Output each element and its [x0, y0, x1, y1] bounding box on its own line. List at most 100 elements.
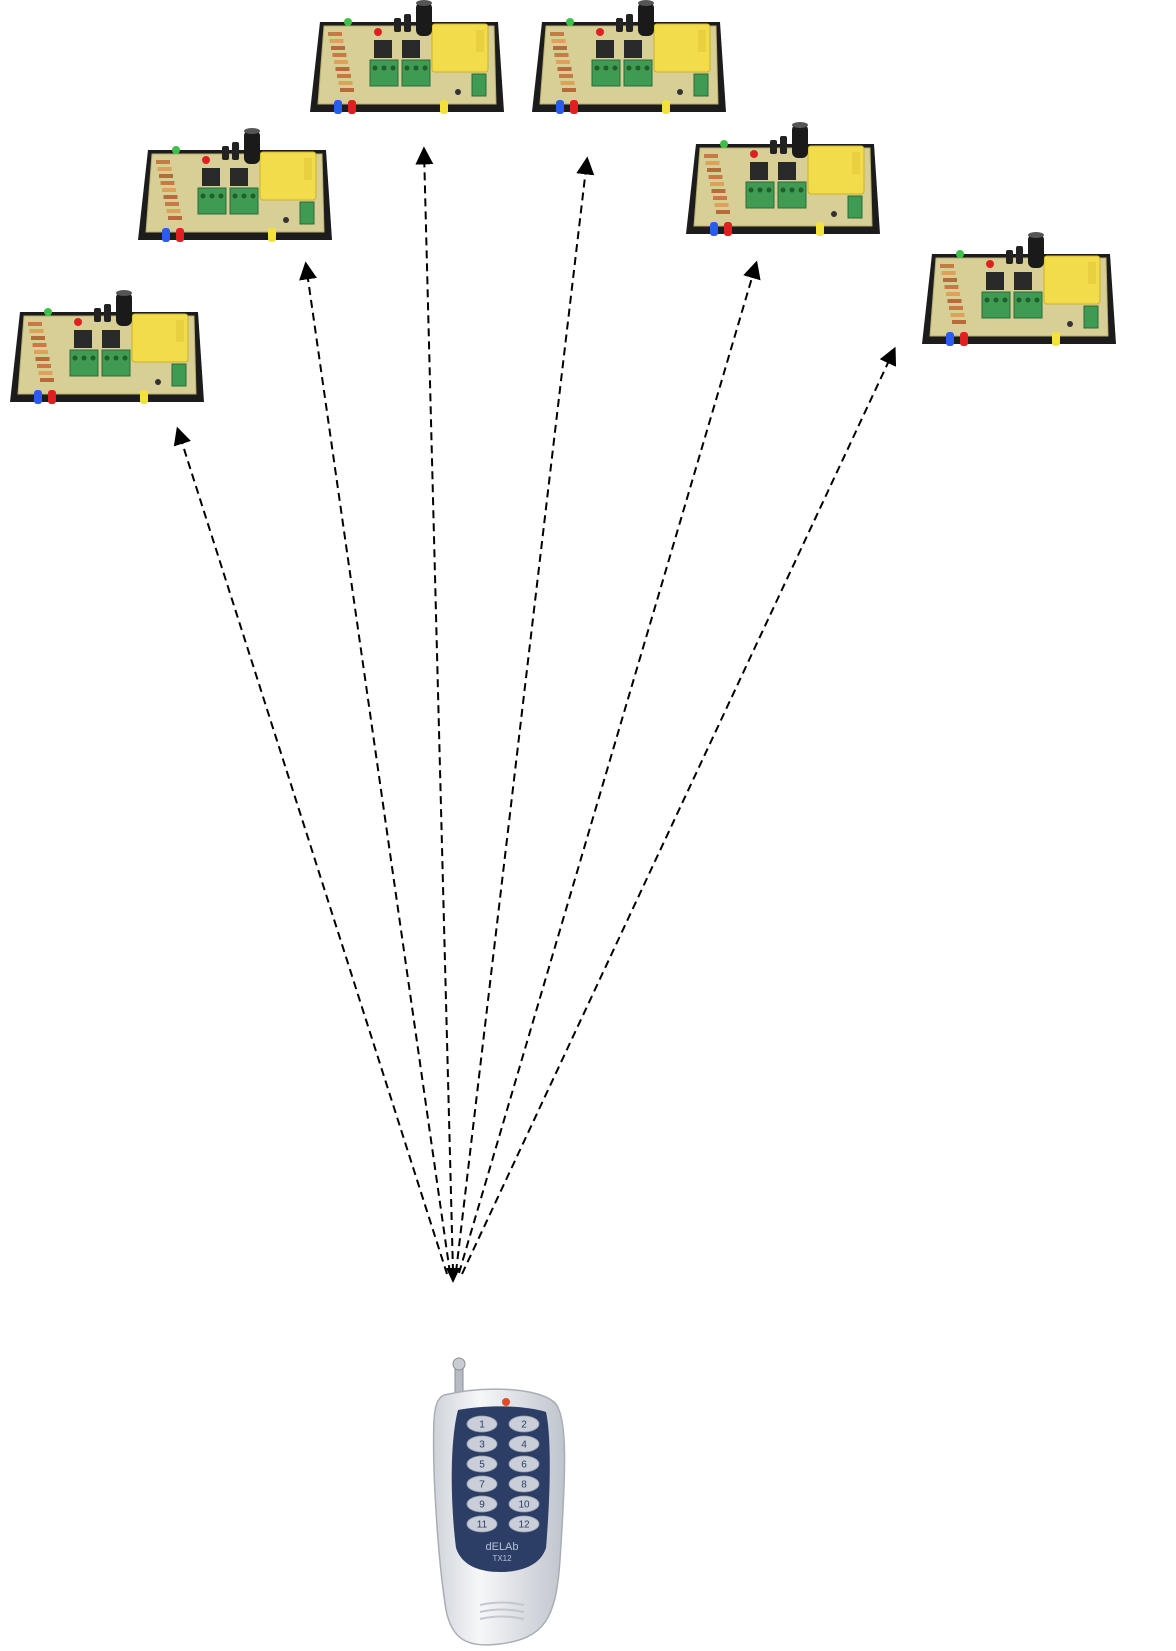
- remote-button-label: 5: [479, 1460, 485, 1471]
- remote-brand: dELAb: [485, 1541, 518, 1553]
- board-terminal-screw: [218, 193, 224, 199]
- remote-button-cap: [466, 1415, 498, 1433]
- board-resistor: [947, 299, 962, 303]
- board-terminal-block: [981, 291, 1011, 319]
- board-resistor: [332, 53, 347, 57]
- board-relay: [102, 330, 120, 348]
- board-led-green: [44, 308, 52, 316]
- board-terminal-screw: [90, 355, 96, 361]
- board-resistor: [335, 67, 350, 71]
- remote-button-cap: [466, 1495, 498, 1513]
- board-relay-housing: [131, 313, 189, 363]
- remote-button-cap: [508, 1515, 540, 1533]
- board-relay-label: [852, 152, 860, 174]
- board-resistor: [943, 278, 957, 282]
- board-resistor: [328, 32, 342, 36]
- board-terminal-block: [369, 59, 399, 87]
- board-terminal-screw: [612, 65, 618, 71]
- remote-button-6: 6: [508, 1455, 540, 1473]
- board-resistor: [338, 81, 353, 85]
- board-led-green: [720, 140, 728, 148]
- signal-arrows: [173, 146, 897, 1283]
- board-mount-hole: [831, 211, 837, 217]
- board-terminal-block: [69, 349, 99, 377]
- board-small-capacitor: [1006, 250, 1013, 264]
- signal-arrow: [455, 156, 595, 1273]
- board-resistor: [556, 60, 570, 64]
- board-terminal-screw: [626, 65, 632, 71]
- remote-button-label: 4: [521, 1440, 527, 1451]
- board-small-capacitor: [394, 18, 401, 32]
- board-terminal-block: [777, 181, 807, 209]
- board-led-red: [596, 28, 604, 36]
- board-capacitor-top: [416, 0, 432, 6]
- board-terminal-screw: [232, 193, 238, 199]
- signal-source-arrowhead: [446, 1268, 460, 1283]
- board-relay: [402, 40, 420, 58]
- remote-button-cap: [508, 1475, 540, 1493]
- board-led-red-bottom: [348, 100, 356, 114]
- board-resistor: [550, 32, 564, 36]
- board-terminal-block: [1013, 291, 1043, 319]
- board-resistor: [160, 181, 175, 185]
- board-small-capacitor: [222, 146, 229, 160]
- board-led-green: [566, 18, 574, 26]
- board-resistor: [334, 60, 348, 64]
- board-capacitor: [416, 2, 432, 36]
- board-capacitor-top: [638, 0, 654, 6]
- remote-button-3: 3: [466, 1435, 498, 1453]
- board-small-capacitor: [626, 14, 633, 32]
- board-power-terminal: [1083, 305, 1099, 329]
- board-relay-label: [476, 30, 484, 52]
- board-terminal-screw: [381, 65, 387, 71]
- board-relay: [230, 168, 248, 186]
- board-led-blue: [162, 228, 170, 242]
- board-terminal-screw: [72, 355, 78, 361]
- receiver-board: [138, 128, 332, 242]
- board-led-blue: [710, 222, 718, 236]
- board-led-red-bottom: [570, 100, 578, 114]
- board-resistor: [711, 189, 726, 193]
- board-led-blue: [946, 332, 954, 346]
- remote-button-10: 10: [508, 1495, 540, 1513]
- remote-button-5: 5: [466, 1455, 498, 1473]
- board-terminal-screw: [993, 297, 999, 303]
- board-terminal-screw: [200, 193, 206, 199]
- board-resistor: [28, 322, 42, 326]
- board-capacitor: [244, 130, 260, 164]
- board-mount-hole: [283, 217, 289, 223]
- board-resistor: [163, 195, 178, 199]
- board-terminal-block: [101, 349, 131, 377]
- board-terminal-screw: [594, 65, 600, 71]
- board-resistor: [553, 46, 567, 50]
- board-led-red: [374, 28, 382, 36]
- board-resistor: [946, 292, 960, 296]
- board-resistor: [156, 160, 170, 164]
- board-resistor: [559, 74, 573, 78]
- board-resistor: [714, 203, 729, 207]
- board-led-green: [956, 250, 964, 258]
- board-relay-label: [698, 30, 706, 52]
- remote-button-label: 11: [477, 1520, 488, 1531]
- board-relay: [74, 330, 92, 348]
- board-led-yellow: [440, 100, 448, 114]
- signal-arrow: [458, 260, 761, 1274]
- remote-model: TX12: [492, 1554, 512, 1563]
- remote-button-cap: [508, 1415, 540, 1433]
- board-resistor: [950, 313, 965, 317]
- signal-arrow: [461, 346, 897, 1275]
- board-resistor: [705, 161, 720, 165]
- remote-indicator-light: [502, 1398, 510, 1406]
- board-terminal-screw: [422, 65, 428, 71]
- board-terminal-block: [745, 181, 775, 209]
- board-resistor: [29, 329, 44, 333]
- board-small-capacitor: [404, 14, 411, 32]
- board-led-blue: [34, 390, 42, 404]
- signal-arrow: [173, 426, 448, 1275]
- board-relay: [778, 162, 796, 180]
- board-mount-hole: [677, 89, 683, 95]
- receiver-board: [532, 0, 726, 114]
- board-led-green: [172, 146, 180, 154]
